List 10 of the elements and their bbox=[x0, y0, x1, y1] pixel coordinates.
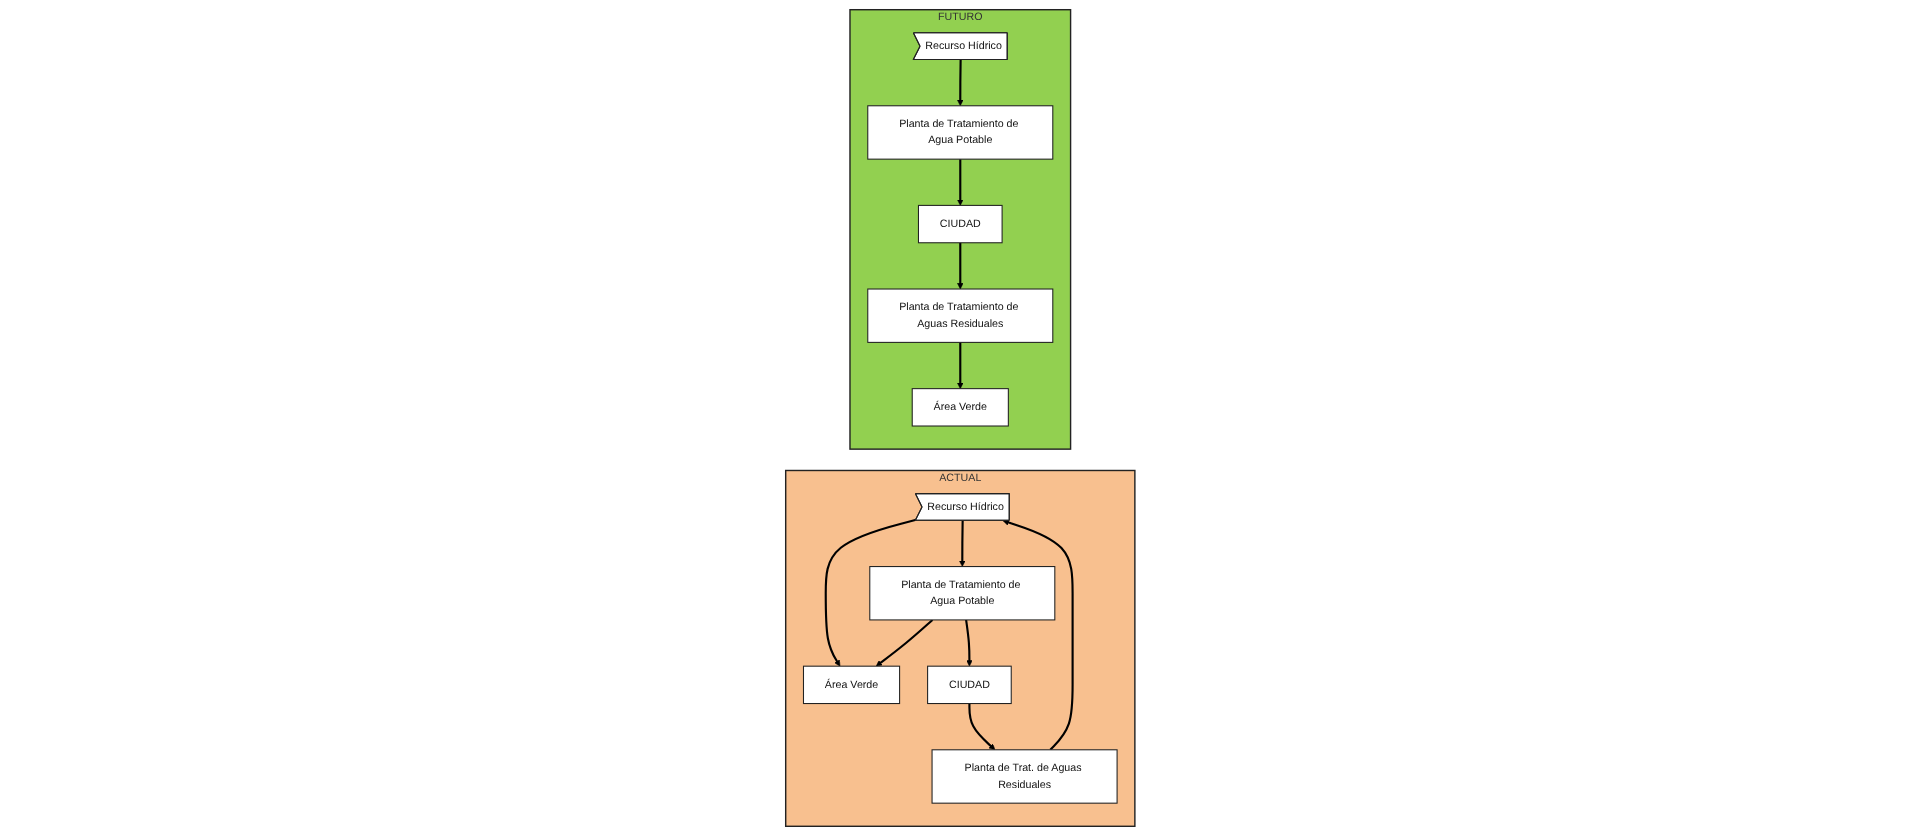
arrow bbox=[959, 520, 967, 567]
arrow bbox=[1003, 519, 1075, 751]
arrow bbox=[965, 619, 974, 667]
arrow bbox=[969, 703, 997, 751]
arrow bbox=[957, 159, 965, 206]
arrow bbox=[957, 59, 965, 107]
arrow bbox=[957, 242, 965, 290]
arrow bbox=[957, 342, 965, 389]
arrow bbox=[876, 619, 934, 667]
arrow bbox=[825, 518, 918, 667]
